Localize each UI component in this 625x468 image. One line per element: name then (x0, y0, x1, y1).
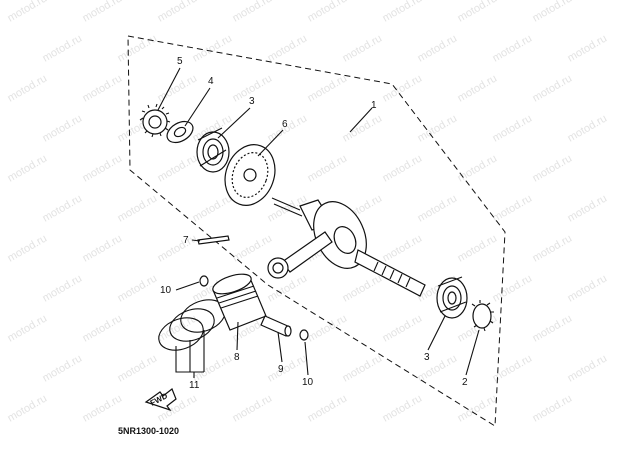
watermark-text: motod.ru (381, 232, 425, 264)
watermark-text: motod.ru (566, 112, 610, 144)
callout-11: 11 (189, 380, 200, 391)
watermark-text: motod.ru (491, 112, 535, 144)
watermark-text: motod.ru (81, 0, 125, 25)
watermark-text: motod.ru (416, 112, 460, 144)
callout-9: 9 (278, 364, 284, 375)
watermark-text: motod.ru (531, 392, 575, 424)
watermark-text: motod.ru (456, 0, 500, 25)
part-7-pin (197, 235, 230, 245)
part-2-gear (471, 300, 494, 332)
callout-7: 7 (183, 235, 189, 246)
watermark-text: motod.ru (191, 192, 235, 224)
callout-3-upper: 3 (249, 96, 255, 107)
watermark-text: motod.ru (81, 152, 125, 184)
callout-2: 2 (462, 377, 468, 388)
watermark-text: motod.ru (341, 352, 385, 384)
watermark-text: motod.ru (491, 272, 535, 304)
watermark-text: motod.ru (531, 312, 575, 344)
watermark-text: motod.ru (6, 72, 50, 104)
watermark-text: motod.ru (341, 272, 385, 304)
watermark-text: motod.ru (416, 352, 460, 384)
part-5-gear (139, 103, 171, 138)
watermark-text: motod.ru (156, 152, 200, 184)
watermark-text: motod.ru (491, 32, 535, 64)
callout-10-upper: 10 (160, 285, 172, 296)
watermark-text: motod.ru (381, 392, 425, 424)
callout-labels: 5 4 3 6 1 7 10 8 9 10 3 2 11 (160, 56, 468, 391)
callout-1: 1 (371, 100, 377, 111)
callout-5: 5 (177, 56, 183, 67)
watermark-text: motod.ru (341, 32, 385, 64)
watermark-text: motod.ru (116, 272, 160, 304)
watermark-text: motod.ru (156, 232, 200, 264)
callout-6: 6 (282, 119, 288, 130)
watermark-text: motod.ru (456, 152, 500, 184)
callout-10-lower: 10 (302, 377, 314, 388)
part-3-bearing-upper (196, 127, 230, 173)
part-4-washer (166, 120, 194, 144)
callout-3-lower: 3 (424, 352, 430, 363)
watermark-text: motod.ru (306, 152, 350, 184)
watermark-text: motod.ru (266, 272, 310, 304)
watermark-text: motod.ru (116, 352, 160, 384)
watermark-text: motod.ru (116, 32, 160, 64)
part-9-piston-pin (260, 315, 292, 337)
watermark-text: motod.ru (266, 32, 310, 64)
watermark-text: motod.ru (416, 192, 460, 224)
watermark-text: motod.ru (6, 392, 50, 424)
watermark-text: motod.ru (566, 272, 610, 304)
watermark-text: motod.ru (41, 272, 85, 304)
watermark-text: motod.ru (456, 232, 500, 264)
watermark-text: motod.ru (416, 32, 460, 64)
watermark-text: motod.ru (6, 312, 50, 344)
watermark-text: motod.ru (491, 192, 535, 224)
watermark-text: motod.ru (81, 392, 125, 424)
watermark-text: motod.ru (41, 192, 85, 224)
part-6-rotor (224, 144, 276, 206)
watermark-text: motod.ru (566, 352, 610, 384)
leader-lines (157, 67, 480, 378)
watermark-text: motod.ru (566, 32, 610, 64)
watermark-text: motod.ru (306, 392, 350, 424)
part-3-bearing-lower (436, 276, 468, 319)
watermark-text: motod.ru (381, 72, 425, 104)
part-1-crankshaft (267, 197, 426, 297)
watermark-text: motod.ru (456, 392, 500, 424)
part-10-clip-upper (199, 275, 209, 287)
watermark-text: motod.ru (341, 112, 385, 144)
watermark-text: motod.ru (381, 312, 425, 344)
watermark-text: motod.ru (531, 152, 575, 184)
diagram-code: 5NR1300-1020 (118, 426, 179, 436)
callout-4: 4 (208, 76, 214, 87)
watermark-text: motod.ru (231, 0, 275, 25)
watermark-text: motod.ru (156, 72, 200, 104)
watermark-text: motod.ru (6, 152, 50, 184)
watermark-text: motod.ru (41, 352, 85, 384)
watermark-text: motod.ru (531, 232, 575, 264)
watermark-text: motod.ru (381, 0, 425, 25)
watermark-text: motod.ru (381, 152, 425, 184)
watermark-text: motod.ru (156, 0, 200, 25)
watermark-text: motod.ru (531, 0, 575, 25)
watermark-text: motod.ru (116, 192, 160, 224)
watermark-text: motod.ru (6, 0, 50, 25)
watermark-text: motod.ru (306, 72, 350, 104)
watermark-text: motod.ru (306, 0, 350, 25)
watermark-text: motod.ru (81, 312, 125, 344)
part-10-clip-lower (299, 329, 309, 341)
watermark-text: motod.ru (81, 72, 125, 104)
callout-8: 8 (234, 352, 240, 363)
watermark-text: motod.ru (41, 112, 85, 144)
watermark-text: motod.ru (306, 312, 350, 344)
watermark-text: motod.ru (6, 232, 50, 264)
watermark-text: motod.ru (81, 232, 125, 264)
watermark-text: motod.ru (231, 392, 275, 424)
watermark-text: motod.ru (41, 32, 85, 64)
watermark-text: motod.ru (566, 192, 610, 224)
assembly-boundary (127, 35, 506, 427)
watermark-text: motod.ru (531, 72, 575, 104)
watermark-text: motod.ru (456, 72, 500, 104)
part-8-piston (212, 273, 267, 331)
